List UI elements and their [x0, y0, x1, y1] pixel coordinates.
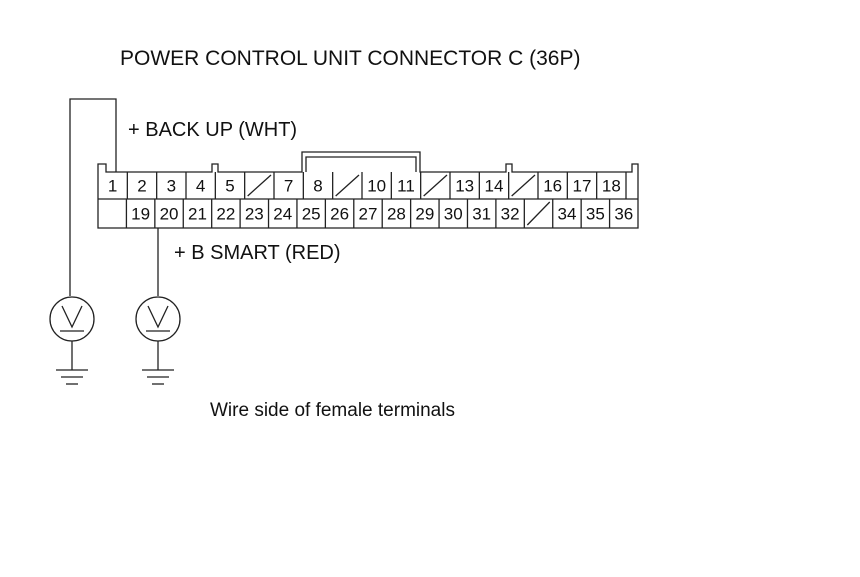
terminal-row-top: 1 2 3 4 5 7 8 10 11 13 14 16 17 18	[108, 172, 627, 199]
terminal-11: 11	[397, 177, 415, 196]
terminal-16: 16	[543, 177, 562, 196]
terminal-21: 21	[188, 205, 207, 224]
terminal-29: 29	[415, 205, 434, 224]
empty-terminal-slash	[335, 174, 360, 197]
voltmeter-1	[49, 296, 95, 385]
terminal-5: 5	[225, 177, 234, 196]
terminal-27: 27	[359, 205, 378, 224]
terminal-23: 23	[245, 205, 264, 224]
terminal-3: 3	[167, 177, 176, 196]
terminal-2: 2	[137, 177, 146, 196]
bsmart-wire-label: + B SMART (RED)	[174, 242, 341, 264]
empty-terminal-slash	[511, 174, 536, 197]
terminal-side-caption: Wire side of female terminals	[210, 400, 455, 421]
empty-terminal-slash	[247, 174, 272, 197]
backup-wire-label: + BACK UP (WHT)	[128, 119, 297, 141]
ground-icon	[142, 369, 174, 385]
connector-latch	[305, 156, 417, 172]
terminal-14: 14	[485, 177, 504, 196]
terminal-1: 1	[108, 177, 117, 196]
terminal-31: 31	[472, 205, 491, 224]
voltmeter-2	[135, 296, 181, 385]
terminal-17: 17	[573, 177, 592, 196]
voltmeter-circle	[49, 296, 95, 342]
terminal-32: 32	[501, 205, 520, 224]
terminal-10: 10	[367, 177, 386, 196]
terminal-20: 20	[160, 205, 179, 224]
terminal-28: 28	[387, 205, 406, 224]
voltmeter-v-symbol	[61, 305, 83, 329]
terminal-24: 24	[273, 205, 292, 224]
voltmeter-circle	[135, 296, 181, 342]
terminal-25: 25	[302, 205, 321, 224]
terminal-7: 7	[284, 177, 293, 196]
terminal-35: 35	[586, 205, 605, 224]
terminal-19: 19	[131, 205, 150, 224]
terminal-30: 30	[444, 205, 463, 224]
terminal-36: 36	[614, 205, 633, 224]
terminal-row-bottom: 19 20 21 22 23 24 25 26 27 28 29 30 31 32 34 35 36	[125, 199, 633, 228]
voltmeter-v-symbol	[147, 305, 169, 329]
connector-housing	[97, 151, 639, 229]
terminal-22: 22	[216, 205, 235, 224]
terminal-4: 4	[196, 177, 205, 196]
probe-wire-terminal-1	[69, 98, 117, 296]
ground-icon	[56, 369, 88, 385]
diagram-title: POWER CONTROL UNIT CONNECTOR C (36P)	[120, 47, 580, 70]
terminal-26: 26	[330, 205, 349, 224]
terminal-18: 18	[602, 177, 621, 196]
empty-terminal-slash	[526, 201, 551, 226]
terminal-13: 13	[455, 177, 474, 196]
empty-terminal-slash	[423, 174, 448, 197]
terminal-34: 34	[557, 205, 576, 224]
terminal-8: 8	[313, 177, 322, 196]
